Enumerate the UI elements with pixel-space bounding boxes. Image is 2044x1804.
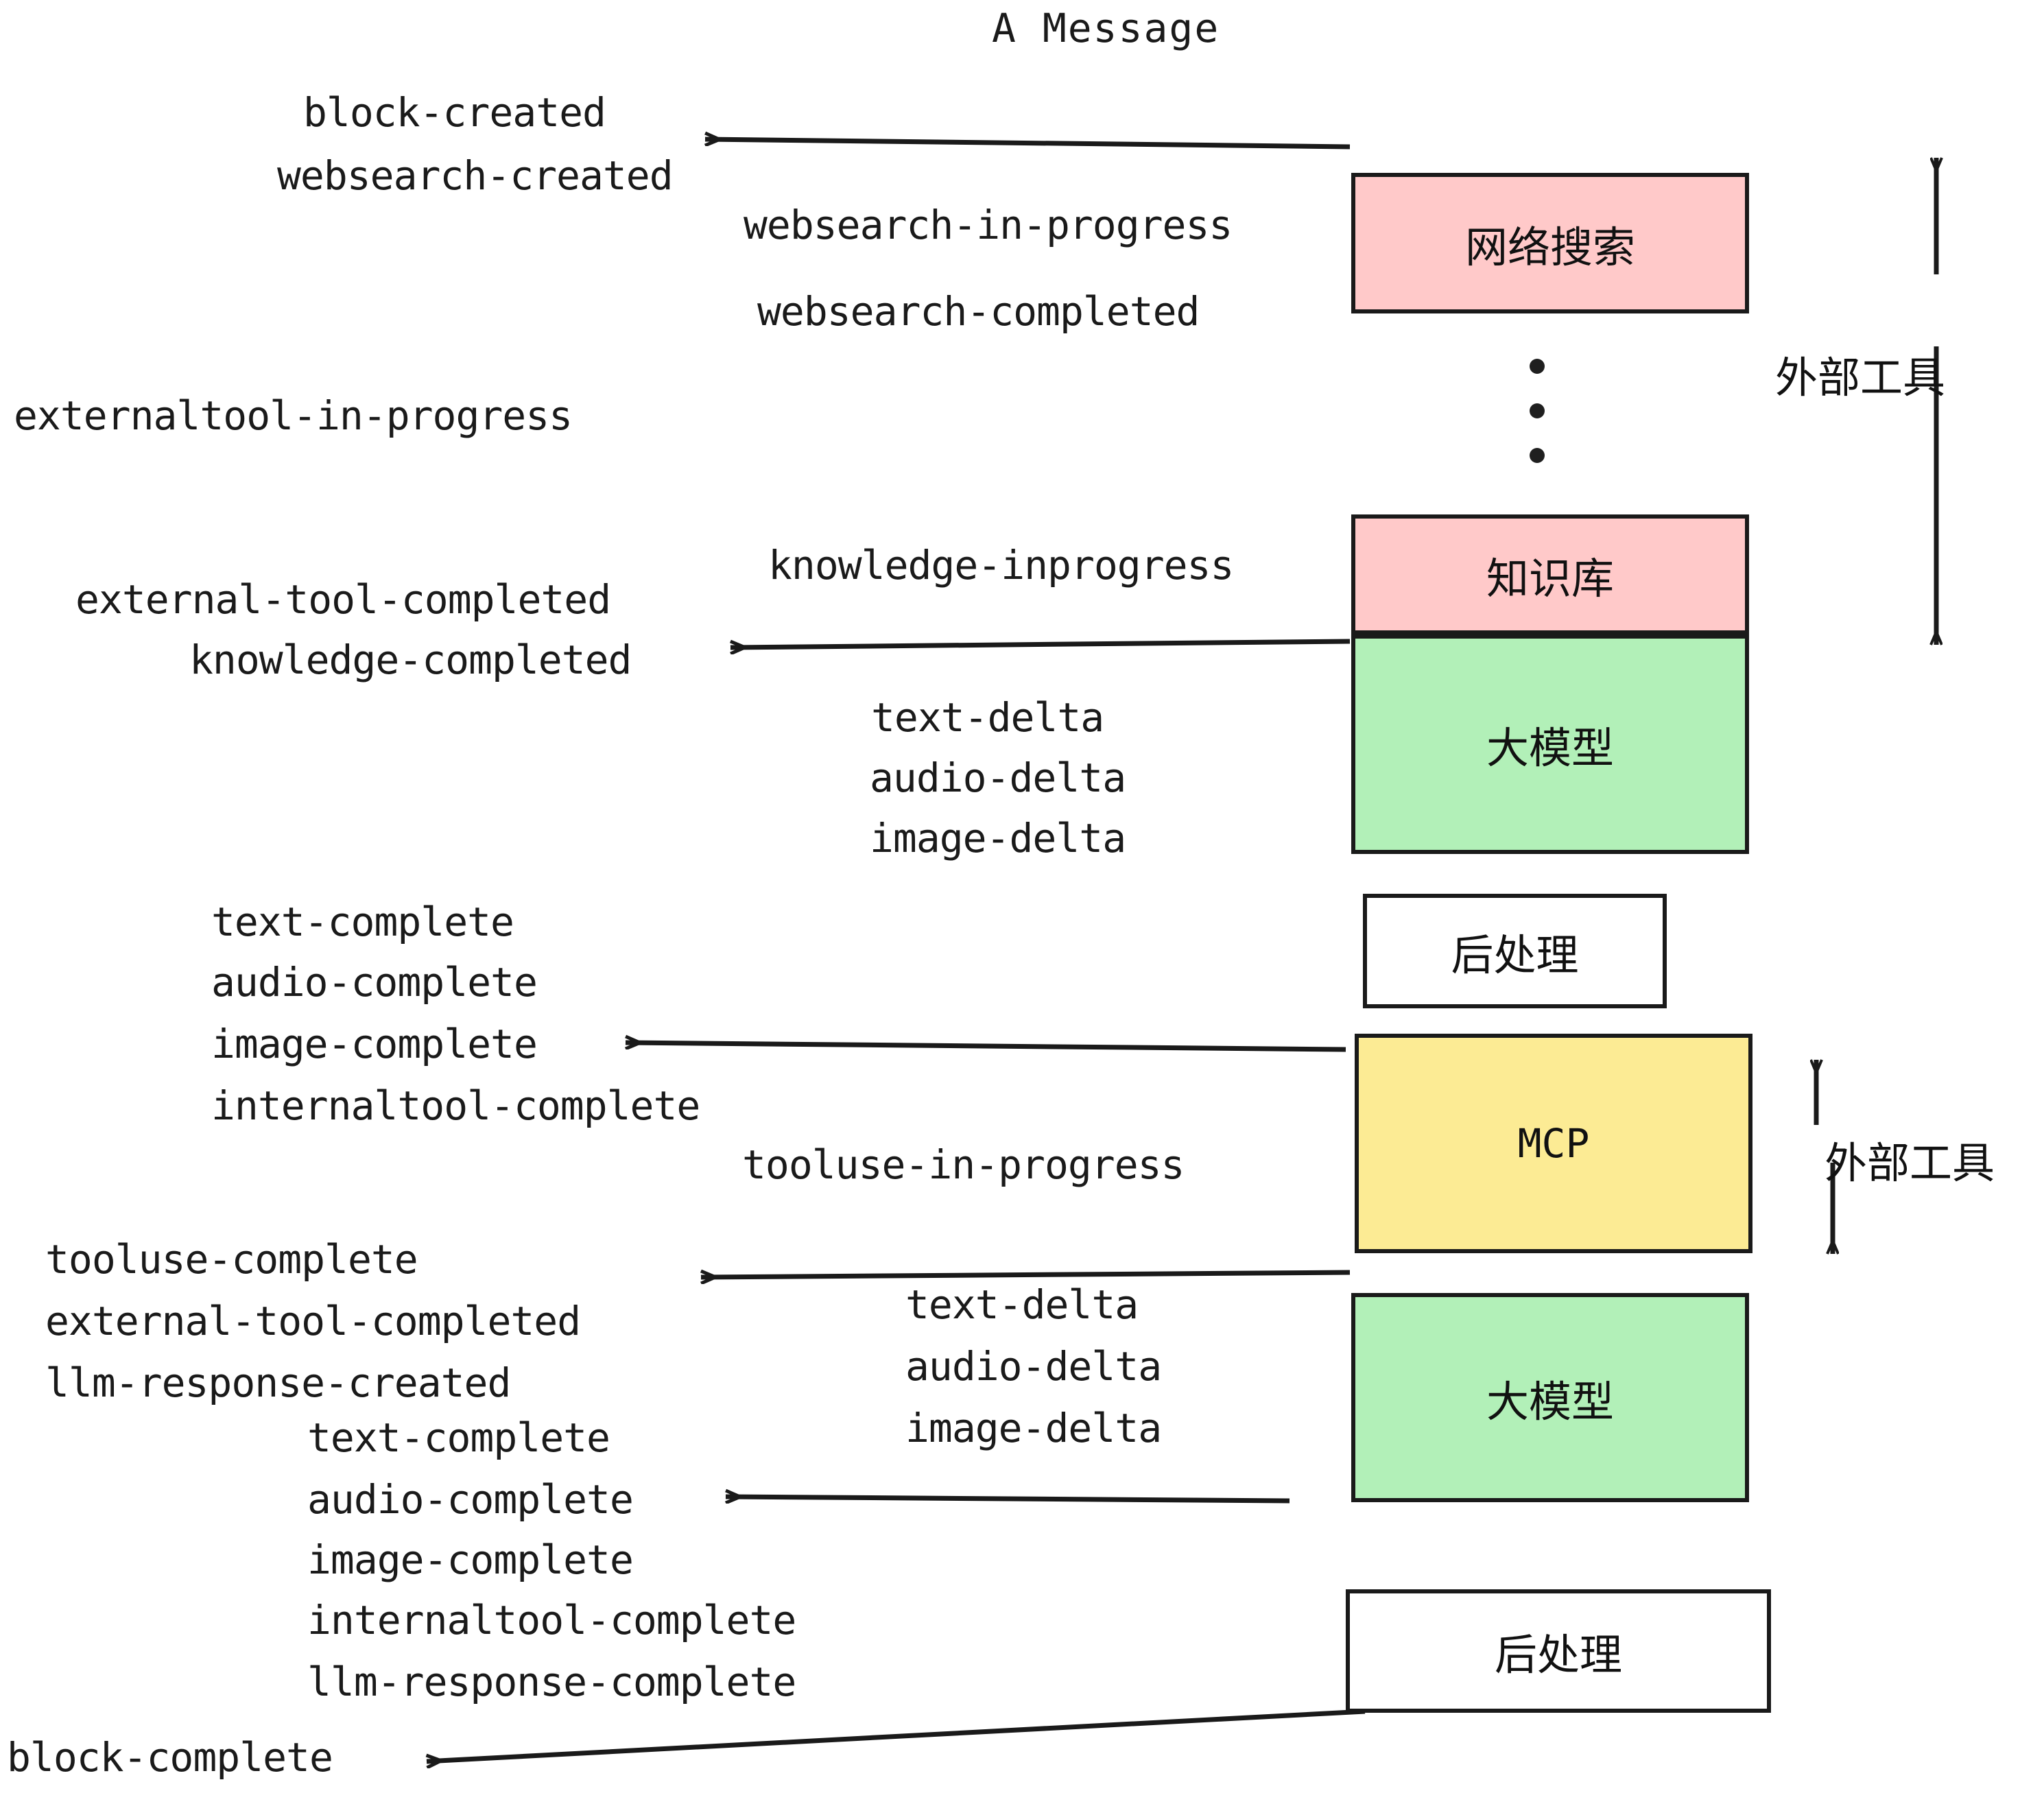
event-label: llm-response-created [45,1360,511,1406]
ellipsis-dot-icon [1530,359,1545,374]
event-label: text-complete [307,1414,610,1461]
websearch-to-block-created-arrow-icon [705,139,1351,150]
event-label: image-delta [905,1405,1162,1451]
event-label: audio-delta [870,755,1126,801]
node-box-6: 后处理 [1346,1589,1771,1713]
ellipsis-dot-icon [1530,403,1545,418]
event-label: external-tool-completed [75,576,611,623]
external-tool-label: 外部工具 [1775,353,1946,403]
llm2-to-audio-complete-arrow-icon [726,1497,1290,1501]
llm-to-tooluse-complete-arrow-icon [701,1272,1351,1277]
event-label: knowledge-completed [189,637,632,683]
event-label: text-delta [905,1281,1139,1328]
node-box-1: 知识库 [1351,514,1749,634]
mcp-to-image-complete-arrow-icon [626,1043,1346,1052]
event-label: image-complete [307,1536,634,1583]
event-label: block-created [303,89,606,136]
event-label: websearch-completed [757,288,1200,335]
node-box-2: 大模型 [1351,634,1749,854]
ellipsis-dot-icon [1530,448,1545,463]
event-label: audio-complete [211,959,538,1006]
page-title: A Message [992,5,1220,51]
event-label: internaltool-complete [307,1597,796,1643]
event-label: knowledge-inprogress [768,542,1234,589]
event-label: tooluse-in-progress [742,1141,1185,1188]
event-label: block-complete [7,1734,333,1781]
event-label: audio-delta [905,1343,1162,1390]
event-label: text-complete [211,899,514,945]
event-label: websearch-created [277,152,674,199]
event-label: image-complete [211,1021,538,1067]
node-box-5: 大模型 [1351,1293,1749,1502]
event-label: internaltool-complete [211,1082,700,1129]
event-label: external-tool-completed [45,1298,581,1344]
event-label: text-delta [871,694,1104,741]
knowledge-to-knowledge-completed-arrow-icon [730,639,1351,648]
postprocess-to-block-complete-arrow-icon [427,1709,1366,1761]
event-label: llm-response-complete [307,1659,796,1705]
node-box-0: 网络搜索 [1351,173,1749,313]
event-label: image-delta [870,815,1126,862]
event-label: websearch-in-progress [744,202,1233,248]
event-label: tooluse-complete [45,1236,418,1283]
node-box-3: 后处理 [1363,894,1667,1008]
event-label: externaltool-in-progress [14,392,573,439]
node-mcp: MCP [1355,1034,1752,1253]
external-tool-label: 外部工具 [1825,1138,1995,1188]
event-label: audio-complete [307,1476,634,1523]
